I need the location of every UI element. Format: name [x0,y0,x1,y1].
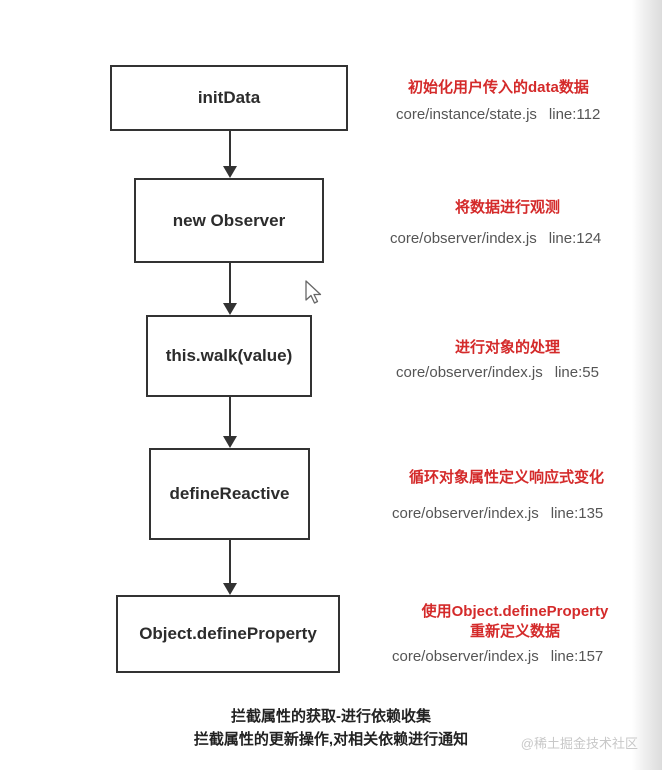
note-title-line: 重新定义数据 [469,623,560,640]
node-label: this.walk(value) [165,346,293,365]
source-line: line:135 [550,505,604,522]
source-file: core/observer/index.js [390,230,537,247]
source-line: line:55 [554,364,599,381]
note-source-path: core/observer/index.js line:55 [396,364,599,381]
node-this-walk: this.walk(value) [146,315,312,397]
note-title: 进行对象的处理 [455,339,561,356]
node-label: defineReactive [169,484,290,503]
note-title: 将数据进行观测 [455,199,561,216]
node-label: initData [197,88,261,107]
note-title-line: 使用Object.defineProperty [421,603,609,620]
node-object-define-property: Object.defineProperty [116,595,340,673]
node-new-observer: new Observer [134,178,324,263]
caption-line: 拦截属性的获取-进行依赖收集 [231,708,431,725]
node-init-data: initData [110,65,348,131]
node-label: Object.defineProperty [139,624,317,643]
mouse-cursor-icon [305,280,322,304]
caption-line: 拦截属性的更新操作,对相关依赖进行通知 [193,731,469,748]
source-file: core/observer/index.js [392,648,539,665]
window-edge-shadow [632,0,662,770]
note-source-path: core/observer/index.js line:157 [392,648,603,665]
note-title: 循环对象属性定义响应式变化 [409,469,605,486]
note-title: 使用Object.defineProperty 重新定义数据 [400,602,630,642]
node-define-reactive: defineReactive [149,448,310,540]
note-source-path: core/observer/index.js line:124 [390,230,601,247]
source-line: line:157 [550,648,604,665]
source-file: core/instance/state.js [396,106,537,123]
watermark: @稀土掘金技术社区 [520,736,638,751]
source-line: line:124 [548,230,602,247]
node-label: new Observer [172,210,286,230]
source-file: core/observer/index.js [396,364,543,381]
note-source-path: core/instance/state.js line:112 [396,106,600,123]
note-source-path: core/observer/index.js line:135 [392,505,603,522]
note-title: 初始化用户传入的data数据 [408,79,589,96]
source-file: core/observer/index.js [392,505,539,522]
source-line: line:112 [548,106,601,123]
